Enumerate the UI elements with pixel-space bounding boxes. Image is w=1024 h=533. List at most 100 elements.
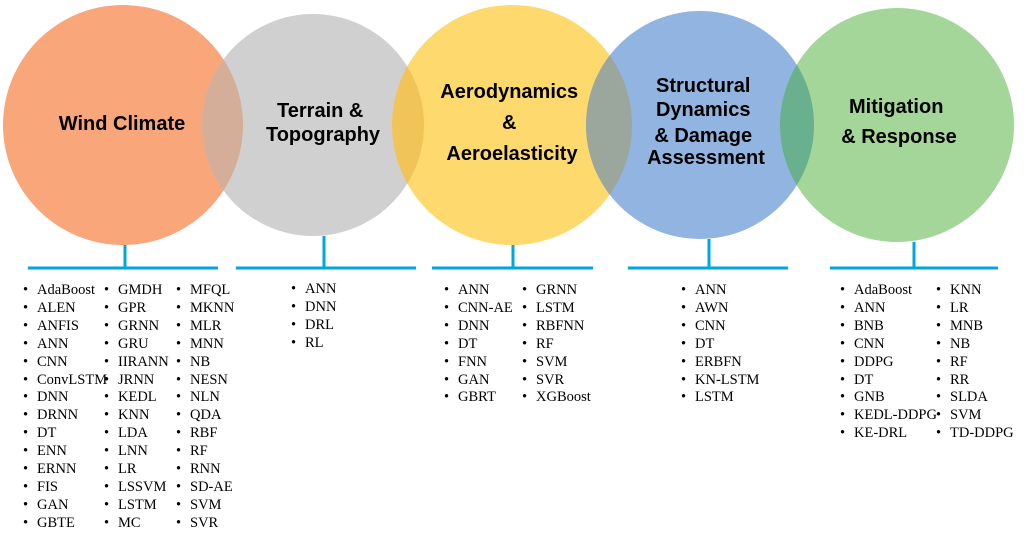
connector-wind-climate [28, 245, 218, 270]
method-item: AdaBoost [840, 282, 937, 300]
method-item: ALEN [23, 300, 107, 318]
method-item: KNN [104, 407, 169, 425]
method-item: SVM [522, 354, 591, 372]
method-item: KN-LSTM [681, 372, 759, 390]
method-item: CNN [23, 354, 107, 372]
method-item: TD-DDPG [936, 425, 1014, 443]
method-item: KNN [936, 282, 1014, 300]
method-item: XGBoost [522, 389, 591, 407]
list-mitigation-response-col1: AdaBoostANNBNBCNNDDPGDTGNBKEDL-DDPGKE-DR… [840, 282, 937, 443]
method-item: SVM [176, 497, 234, 515]
method-item: NB [176, 354, 234, 372]
connector-structural-dynamics [628, 239, 788, 270]
circle-mitigation-response [780, 8, 1014, 242]
method-item: NLN [176, 389, 234, 407]
method-item: NB [936, 336, 1014, 354]
method-item: QDA [176, 407, 234, 425]
connector-terrain-topography [236, 236, 416, 270]
method-item: RF [522, 336, 591, 354]
method-item: GRNN [522, 282, 591, 300]
title-structural-dynamics: Structural Dynamics & Damage Assessment [647, 75, 765, 169]
method-item: ANN [444, 282, 513, 300]
method-item: DT [681, 336, 759, 354]
list-wind-climate-col3: MFQLMKNNMLRMNNNBNESNNLNQDARBFRFRNNSD-AES… [176, 282, 234, 533]
method-item: ANN [840, 300, 937, 318]
method-item: MNN [176, 336, 234, 354]
method-item: ConvLSTM [23, 372, 107, 390]
method-item: DT [444, 336, 513, 354]
method-item: MC [104, 515, 169, 533]
method-item: RBFNN [522, 318, 591, 336]
method-item: DNN [23, 389, 107, 407]
method-item: LSSVM [104, 479, 169, 497]
circle-terrain-topography [202, 14, 424, 236]
method-item: DRL [291, 317, 336, 335]
method-item: RF [176, 443, 234, 461]
connector-mitigation-response [830, 242, 998, 270]
circles-diagram: Wind Climate Terrain & Topography Aerody… [3, 5, 1014, 270]
method-item: LNN [104, 443, 169, 461]
circle-aerodynamics [392, 5, 632, 245]
method-item: JRNN [104, 372, 169, 390]
method-item: CNN [681, 318, 759, 336]
method-item: SVR [522, 372, 591, 390]
method-item: DDPG [840, 354, 937, 372]
method-item: LDA [104, 425, 169, 443]
method-item: GRNN [104, 318, 169, 336]
method-item: SD-AE [176, 479, 234, 497]
list-aerodynamics-col2: GRNNLSTMRBFNNRFSVMSVRXGBoost [522, 282, 591, 407]
list-wind-climate-col2: GMDHGPRGRNNGRUIIRANNJRNNKEDLKNNLDALNNLRL… [104, 282, 169, 533]
title-terrain-topography: Terrain & Topography [266, 100, 381, 146]
method-item: CNN-AE [444, 300, 513, 318]
method-item: AWN [681, 300, 759, 318]
title-wind-climate: Wind Climate [59, 113, 186, 135]
method-item: IIRANN [104, 354, 169, 372]
method-item: LR [936, 300, 1014, 318]
method-item: GMDH [104, 282, 169, 300]
method-item: MLR [176, 318, 234, 336]
method-item: DNN [444, 318, 513, 336]
circle-structural-dynamics [586, 11, 814, 239]
list-mitigation-response-col2: KNNLRMNBNBRFRRSLDASVMTD-DDPG [936, 282, 1014, 443]
method-item: GNB [840, 389, 937, 407]
method-item: ANN [291, 281, 336, 299]
method-item: ANN [23, 336, 107, 354]
method-item: ANN [681, 282, 759, 300]
method-item: SVR [176, 515, 234, 533]
method-item: ERBFN [681, 354, 759, 372]
method-item: RF [936, 354, 1014, 372]
method-item: RBF [176, 425, 234, 443]
method-item: FNN [444, 354, 513, 372]
method-item: MFQL [176, 282, 234, 300]
method-item: LSTM [681, 389, 759, 407]
method-item: AdaBoost [23, 282, 107, 300]
method-item: NESN [176, 372, 234, 390]
method-item: MKNN [176, 300, 234, 318]
method-item: RR [936, 372, 1014, 390]
method-item: RNN [176, 461, 234, 479]
method-item: SVM [936, 407, 1014, 425]
list-terrain-topography: ANNDNNDRLRL [291, 281, 336, 353]
method-item: GBTE [23, 515, 107, 533]
method-item: BNB [840, 318, 937, 336]
method-item: DT [840, 372, 937, 390]
method-item: LR [104, 461, 169, 479]
method-item: DRNN [23, 407, 107, 425]
method-item: GBRT [444, 389, 513, 407]
method-item: ERNN [23, 461, 107, 479]
title-aerodynamics: Aerodynamics & Aeroelasticity [440, 81, 583, 165]
list-aerodynamics-col1: ANNCNN-AEDNNDTFNNGANGBRT [444, 282, 513, 407]
method-item: KEDL-DDPG [840, 407, 937, 425]
method-item: GAN [444, 372, 513, 390]
circle-wind-climate [3, 5, 243, 245]
list-wind-climate-col1: AdaBoostALENANFISANNCNNConvLSTMDNNDRNNDT… [23, 282, 107, 533]
title-mitigation-response: Mitigation & Response [841, 96, 957, 148]
method-item: ENN [23, 443, 107, 461]
method-item: ANFIS [23, 318, 107, 336]
method-item: CNN [840, 336, 937, 354]
method-item: LSTM [104, 497, 169, 515]
method-item: GAN [23, 497, 107, 515]
method-item: GRU [104, 336, 169, 354]
list-structural-dynamics: ANNAWNCNNDTERBFNKN-LSTMLSTM [681, 282, 759, 407]
method-item: KEDL [104, 389, 169, 407]
